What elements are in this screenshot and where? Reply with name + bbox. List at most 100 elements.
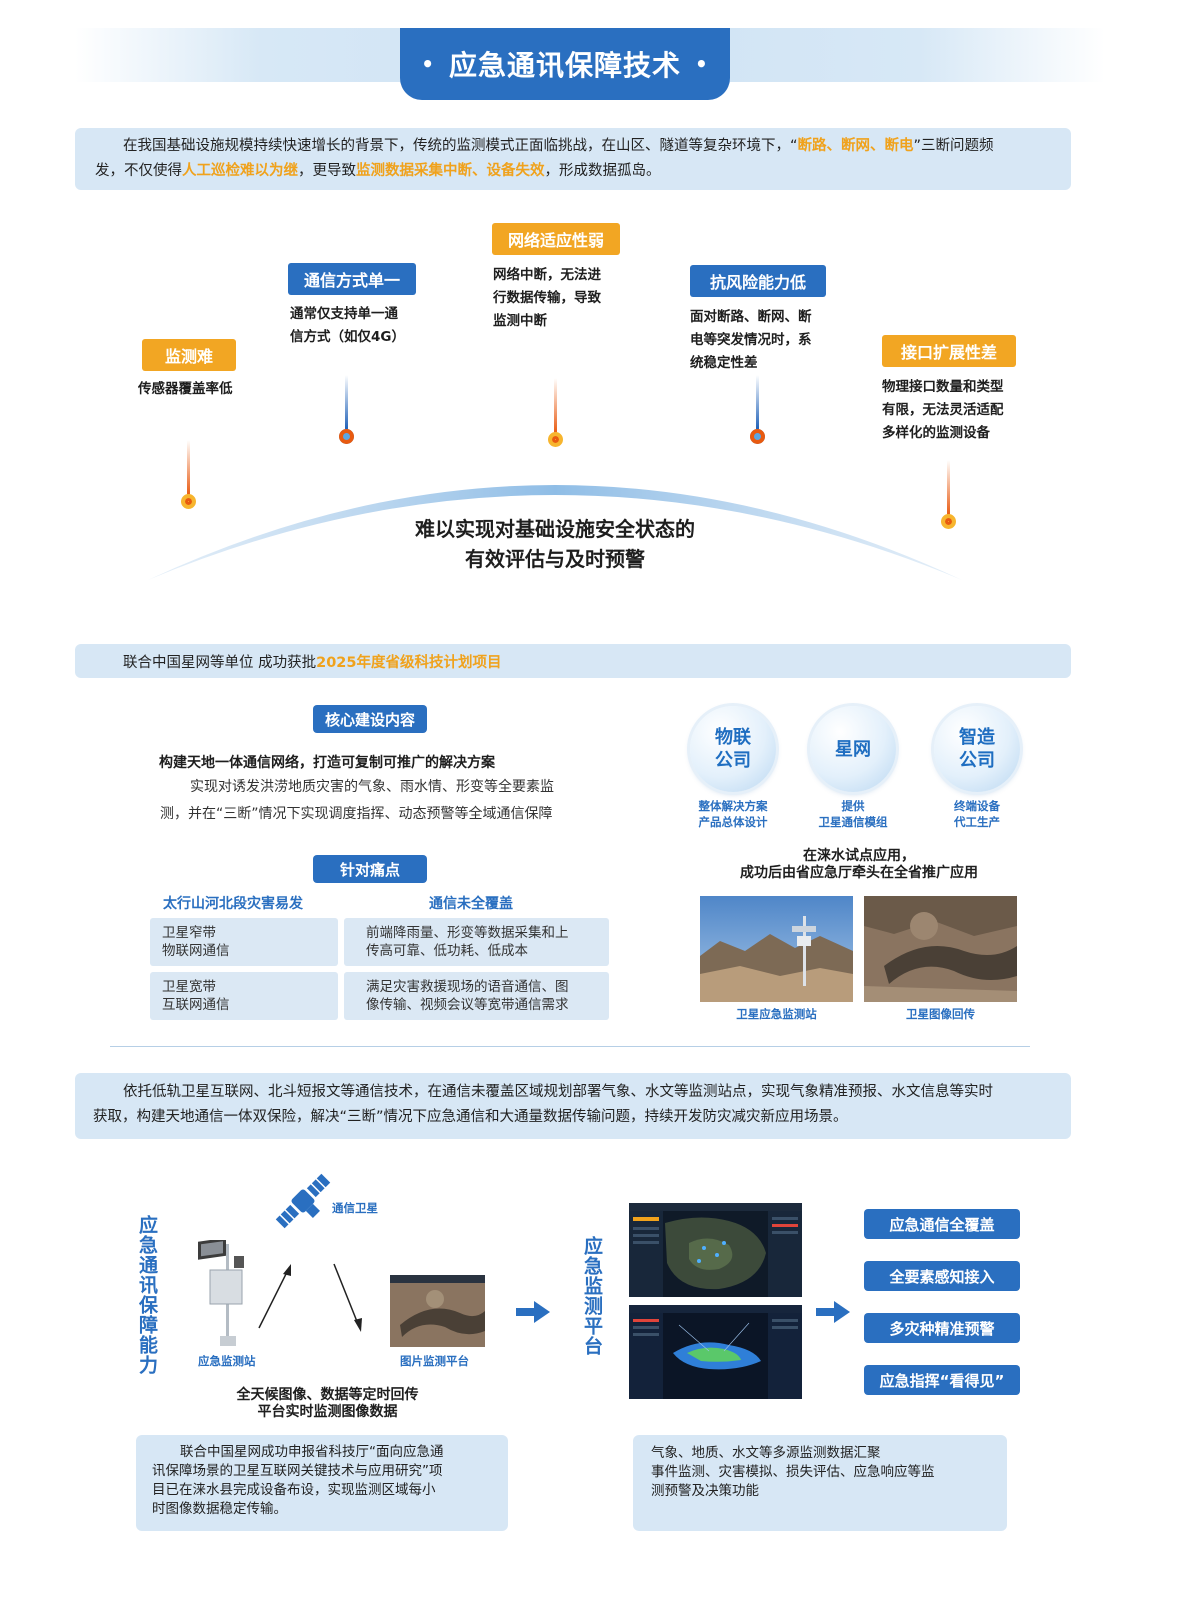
capability-box-line: 联合中国星网成功申报省科技厅“面向应急通 [180,1444,444,1460]
partner-role-line: 提供 [841,799,865,813]
intro-highlight: 断路、断网、断电 [797,138,914,154]
problem-desc-line: 网络中断，无法进 [493,267,601,283]
satellite-icon [273,1171,333,1231]
partner-circle-iot: 物联公司 [690,706,776,792]
flow-arrow-icon [816,1301,850,1323]
dashboard-screenshot-3d [629,1305,802,1399]
partner-name-line: 公司 [715,750,751,771]
arc-conclusion-line: 有效评估与及时预警 [465,547,645,571]
partner-role-iot: 整体解决方案产品总体设计 [683,798,783,830]
platform-box-line: 事件监测、灾害模拟、损失评估、应急响应等监 [651,1464,935,1480]
problem-desc-monitoring: 传感器覆盖率低 [138,378,233,401]
problem-desc-line: 行数据传输，导致 [493,290,601,306]
problem-label-risk: 抗风险能力低 [690,265,826,297]
core-headline: 构建天地一体通信网络，打造可复制可推广的解决方案 [159,755,495,771]
pain-cell-line: 卫星窄带 [162,925,216,941]
feature-pill: 应急指挥“看得见” [864,1365,1020,1395]
intro-text: ”三断问题频 [913,138,994,154]
intro-text: 发，不仅使得 [95,163,182,179]
problem-desc-line: 多样化的监测设备 [882,425,990,441]
pain-cell-line: 互联网通信 [162,997,230,1013]
photo-caption-station: 卫星应急监测站 [736,1007,817,1021]
problem-desc-risk: 面对断路、断网、断 电等突发情况时，系 统稳定性差 [690,306,812,375]
partner-role-starnet: 提供卫星通信模组 [803,798,903,830]
platform-box-line: 测预警及决策功能 [651,1483,759,1499]
partner-name-line: 星网 [835,738,871,760]
page-title-pill: • 应急通讯保障技术 • [400,28,730,100]
platform-box: 气象、地质、水文等多源监测数据汇聚 事件监测、灾害模拟、损失评估、应急响应等监 … [633,1435,1007,1531]
monitoring-station-icon [198,1240,244,1346]
intro-panel: 在我国基础设施规模持续快速增长的背景下，传统的监测模式正面临挑战，在山区、隧道等… [75,128,1071,190]
pain-cell-left: 卫星窄带 物联网通信 [150,918,338,966]
problem-label-monitoring: 监测难 [142,339,236,371]
problem-stem [554,378,557,433]
support-panel: 依托低轨卫星互联网、北斗短报文等通信技术，在通信未覆盖区域规划部署气象、水文等监… [75,1073,1071,1139]
partner-role-line: 卫星通信模组 [818,815,888,829]
partner-role-manufacturing: 终端设备代工生产 [927,798,1027,830]
problem-node-dot [181,494,196,509]
partner-name-line: 公司 [959,750,995,771]
bullet-dot-left: • [421,52,435,76]
problem-node-dot [548,432,563,447]
problem-desc-line: 信方式（如仅4G） [290,329,405,345]
capability-vertical-label: 应急通讯保障能力 [136,1215,158,1375]
problem-desc-line: 监测中断 [493,313,547,329]
intro-line-1: 在我国基础设施规模持续快速增长的背景下，传统的监测模式正面临挑战，在山区、隧道等… [95,134,1051,159]
core-title-pill: 核心建设内容 [313,705,427,733]
project-prefix: 联合中国星网等单位 成功获批 [123,654,317,671]
pain-cell-right: 满足灾害救援现场的语音通信、图 像传输、视频会议等宽带通信需求 [344,972,609,1020]
problem-stem [187,440,190,495]
platform-box-line: 气象、地质、水文等多源监测数据汇聚 [651,1445,881,1461]
problem-label-interface: 接口扩展性差 [882,335,1016,367]
capability-caption: 全天候图像、数据等定时回传 平台实时监测图像数据 [200,1387,455,1421]
bullet-dot-right: • [695,52,709,76]
feature-pill: 应急通信全覆盖 [864,1209,1020,1239]
intro-text: 在我国基础设施规模持续快速增长的背景下，传统的监测模式正面临挑战，在山区、隧道等… [123,138,798,154]
capability-caption-line: 平台实时监测图像数据 [257,1404,398,1420]
partner-role-line: 整体解决方案 [698,799,768,813]
uplink-arrow-icon [258,1264,291,1329]
satellite-image-photo [864,896,1017,1002]
pain-cell-line: 卫星宽带 [162,979,216,995]
capability-box-line: 讯保障场景的卫星互联网关键技术与应用研究”项 [152,1463,443,1479]
problem-node-dot [750,429,765,444]
partner-role-line: 代工生产 [954,815,1000,829]
section-divider [110,1046,1030,1047]
partner-circle-starnet: 星网 [810,706,896,792]
pain-cell-right: 前端降雨量、形变等数据采集和上 传高可靠、低功耗、低成本 [344,918,609,966]
satellite-label: 通信卫星 [332,1201,378,1215]
feature-pill: 多灾种精准预警 [864,1313,1020,1343]
platform-vertical-label: 应急监测平台 [581,1236,603,1356]
problem-stem [345,375,348,430]
problem-desc-line: 统稳定性差 [690,355,758,371]
trial-text: 在涞水试点应用， 成功后由省应急厅牵头在全省推广应用 [700,848,1018,882]
capability-box-line: 时图像数据稳定传输。 [152,1501,287,1517]
flow-arrow-icon [516,1301,550,1323]
partner-name-line: 物联 [715,727,751,748]
trial-line: 成功后由省应急厅牵头在全省推广应用 [740,865,978,881]
pain-col-head-2: 通信未全覆盖 [429,896,513,912]
support-line: 依托低轨卫星互联网、北斗短报文等通信技术，在通信未覆盖区域规划部署气象、水文等监… [123,1084,993,1100]
problem-desc-line: 通常仅支持单一通 [290,306,398,322]
problem-desc-line: 物理接口数量和类型 [882,379,1004,395]
pain-cell-line: 满足灾害救援现场的语音通信、图 [366,979,569,995]
problem-label-communication: 通信方式单一 [288,263,416,295]
pain-cell-line: 像传输、视频会议等宽带通信需求 [366,997,569,1013]
partner-role-line: 产品总体设计 [698,815,768,829]
arc-curve [148,485,962,580]
problem-stem [756,375,759,430]
problem-desc-line: 有限，无法灵活适配 [882,402,1004,418]
capability-box-line: 目已在涞水县完成设备布设，实现监测区域每小 [152,1482,436,1498]
capability-box: 联合中国星网成功申报省科技厅“面向应急通 讯保障场景的卫星互联网关键技术与应用研… [136,1435,508,1531]
photo-caption-image: 卫星图像回传 [906,1007,975,1021]
problem-desc-communication: 通常仅支持单一通 信方式（如仅4G） [290,303,405,349]
problem-node-dot [941,514,956,529]
pain-cell-line: 前端降雨量、形变等数据采集和上 [366,925,569,941]
page-title: 应急通讯保障技术 [448,49,681,82]
dashboard-screenshot-map [629,1203,802,1297]
core-body-line: 实现对诱发洪涝地质灾害的气象、雨水情、形变等全要素监 [190,779,554,795]
partner-name-line: 智造 [959,727,995,748]
problem-desc-line: 电等突发情况时，系 [690,332,812,348]
problem-desc-interface: 物理接口数量和类型 有限，无法灵活适配 多样化的监测设备 [882,376,1004,445]
